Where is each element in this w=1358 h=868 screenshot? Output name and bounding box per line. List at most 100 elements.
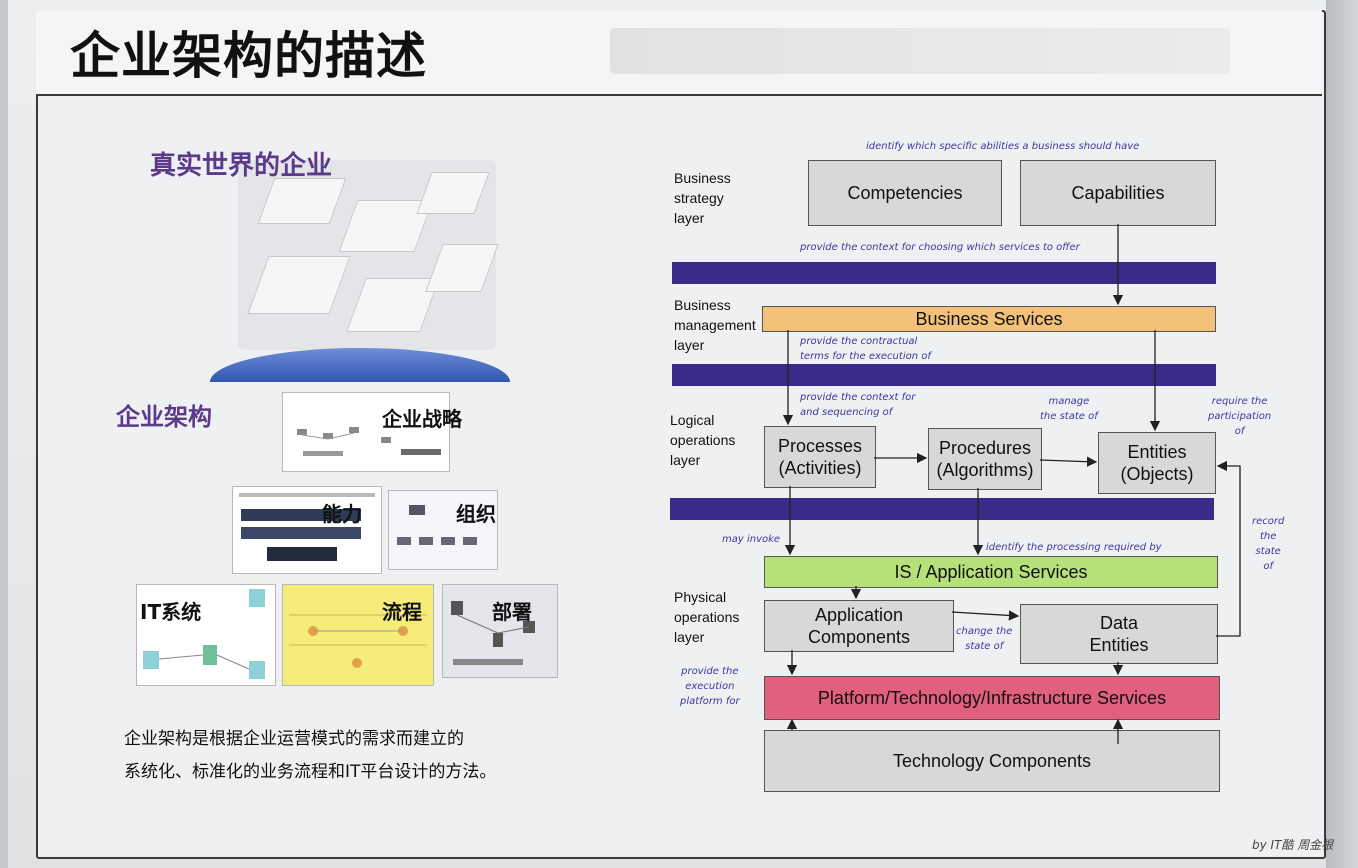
layer-label-line: operations xyxy=(674,609,740,625)
logical-physical-band xyxy=(670,498,1214,520)
platform-services-bar: Platform/Technology/Infrastructure Servi… xyxy=(764,676,1220,720)
note-identify-abilities: identify which specific abilities a busi… xyxy=(866,141,1140,152)
strategy-management-band xyxy=(672,262,1216,284)
process-diagram-icon xyxy=(289,614,427,668)
strategy-label: 企业战略 xyxy=(382,407,462,431)
bleed-through-shadow xyxy=(610,28,1230,74)
real-world-label: 真实世界的企业 xyxy=(150,151,333,181)
capability-diagram-icon xyxy=(239,493,375,561)
note-line: the xyxy=(1259,531,1277,542)
box-line: Application xyxy=(814,605,904,625)
organization-thumbnail xyxy=(388,490,498,570)
note-line: record xyxy=(1252,516,1285,527)
layer-label-line: layer xyxy=(674,337,705,353)
layer-label-line: strategy xyxy=(674,190,724,206)
business-management-layer-label: Business management layer xyxy=(674,295,756,355)
arrow-data-to-entities xyxy=(1216,460,1241,637)
box-line: (Objects) xyxy=(1120,464,1194,484)
box-line: (Algorithms) xyxy=(936,460,1034,480)
note-line: state xyxy=(1255,546,1281,557)
deployment-diagram-icon xyxy=(451,601,535,665)
note-line: participation xyxy=(1208,411,1272,422)
it-system-thumbnail xyxy=(136,584,276,686)
left-page-edge xyxy=(0,0,8,868)
note-line: of xyxy=(1234,426,1245,437)
physical-operations-layer-label: Physical operations layer xyxy=(674,587,739,647)
note-line: state of xyxy=(965,641,1004,652)
arrow-procedures-to-entities xyxy=(1039,456,1098,467)
note-line: provide the contractual xyxy=(800,336,918,347)
capability-label: 能力 xyxy=(322,502,362,526)
organization-label: 组织 xyxy=(456,502,496,526)
note-line: terms for the execution of xyxy=(800,351,931,362)
note-change-state: change the state of xyxy=(956,624,1012,654)
note-identify-processing: identify the processing required by xyxy=(986,542,1162,553)
layer-label-line: layer xyxy=(674,629,705,645)
box-line: Processes xyxy=(777,436,863,456)
business-strategy-layer-label: Business strategy layer xyxy=(674,168,731,228)
box-line: (Activities) xyxy=(778,458,862,478)
note-require-participation: require the participation of xyxy=(1208,394,1271,439)
is-application-services-bar: IS / Application Services xyxy=(764,556,1218,588)
box-line: Data xyxy=(1099,613,1139,633)
note-may-invoke: may invoke xyxy=(722,534,781,545)
note-line: provide the context for xyxy=(800,392,916,403)
management-logical-band xyxy=(672,364,1216,386)
note-line: provide the xyxy=(681,666,739,677)
note-record-state: record the state of xyxy=(1252,514,1284,574)
box-line: Components xyxy=(807,627,911,647)
entities-box: Entities(Objects) xyxy=(1098,432,1216,494)
note-execution-platform: provide the execution platform for xyxy=(680,664,740,709)
logical-operations-layer-label: Logical operations layer xyxy=(670,410,735,470)
strategy-thumbnail xyxy=(282,392,450,472)
note-context-sequencing: provide the context for and sequencing o… xyxy=(800,390,915,420)
page-title: 企业架构的描述 xyxy=(70,27,427,85)
technology-components-box: Technology Components xyxy=(764,730,1220,792)
note-line: change the xyxy=(956,626,1013,637)
capability-thumbnail xyxy=(232,486,382,574)
organization-diagram-icon xyxy=(397,505,477,545)
note-line: the state of xyxy=(1040,411,1098,422)
capabilities-box: Capabilities xyxy=(1020,160,1216,226)
byline: by IT酷 周金根 xyxy=(1252,838,1334,852)
processes-box: Processes(Activities) xyxy=(764,426,876,488)
layer-label-line: management xyxy=(674,317,756,333)
layer-label-line: Business xyxy=(674,297,731,313)
title-bar xyxy=(36,10,1322,96)
deployment-label: 部署 xyxy=(492,600,532,624)
next-page-edge xyxy=(1326,0,1358,868)
note-contractual-terms: provide the contractual terms for the ex… xyxy=(800,334,931,364)
note-provide-context-services: provide the context for choosing which s… xyxy=(800,242,1080,253)
note-manage-state: manage the state of xyxy=(1040,394,1098,424)
note-line: of xyxy=(1263,561,1273,572)
description-line-1: 企业架构是根据企业运营模式的需求而建立的 xyxy=(124,729,464,749)
note-line: platform for xyxy=(680,696,740,707)
layer-label-line: layer xyxy=(674,210,705,226)
real-world-enterprise-image xyxy=(238,160,499,350)
competencies-box: Competencies xyxy=(808,160,1002,226)
note-line: require the xyxy=(1211,396,1268,407)
layer-label-line: Logical xyxy=(670,412,715,428)
layer-label-line: Business xyxy=(674,170,731,186)
procedures-box: Procedures(Algorithms) xyxy=(928,428,1042,490)
deployment-thumbnail xyxy=(442,584,558,678)
layer-label-line: layer xyxy=(670,452,701,468)
it-system-diagram-icon xyxy=(143,589,265,679)
box-line: Entities xyxy=(1127,442,1187,462)
process-label: 流程 xyxy=(382,600,422,624)
it-system-label: IT系统 xyxy=(140,600,202,624)
box-line: Entities xyxy=(1089,635,1149,655)
note-line: manage xyxy=(1048,396,1090,407)
arrow-app-to-data-entities xyxy=(951,610,1020,621)
layer-label-line: operations xyxy=(670,432,736,448)
strategy-diagram-icon xyxy=(297,427,441,456)
business-services-bar: Business Services xyxy=(762,306,1216,332)
enterprise-architecture-label: 企业架构 xyxy=(116,403,212,431)
note-line: and sequencing of xyxy=(800,407,893,418)
box-line: Procedures xyxy=(938,438,1032,458)
description-line-2: 系统化、标准化的业务流程和IT平台设计的方法。 xyxy=(124,762,497,782)
note-line: execution xyxy=(685,681,735,692)
